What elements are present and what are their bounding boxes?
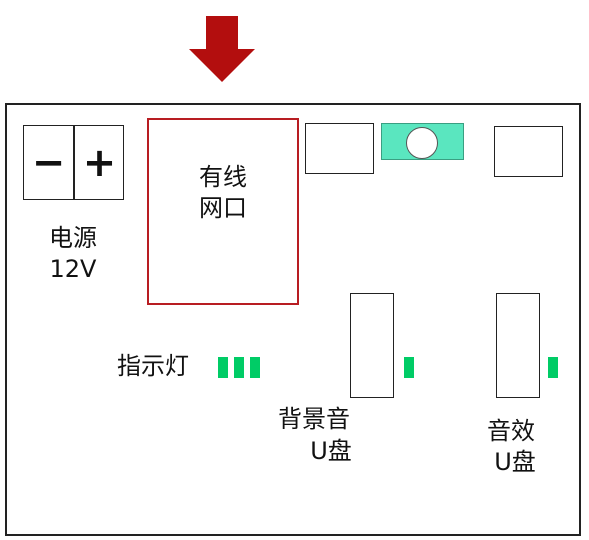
bgm-usb-label-line2: U盘 bbox=[310, 437, 352, 465]
sfx-usb-slot bbox=[496, 293, 540, 398]
indicator-led-1 bbox=[218, 357, 228, 378]
indicator-led-3 bbox=[250, 357, 260, 378]
indicator-led-2 bbox=[234, 357, 244, 378]
sfx-usb-label-line1: 音效 bbox=[487, 417, 535, 445]
power-terminal: − + bbox=[23, 125, 124, 200]
round-button bbox=[406, 127, 438, 159]
ethernet-port: 有线 网口 bbox=[147, 118, 299, 305]
power-label: 电源 bbox=[49, 224, 97, 252]
button-module bbox=[381, 123, 464, 160]
bgm-usb-led bbox=[404, 357, 414, 378]
bgm-usb-slot bbox=[350, 293, 394, 398]
device-board bbox=[5, 103, 581, 536]
plus-sign: + bbox=[82, 139, 117, 186]
ethernet-label-line1: 有线 bbox=[199, 163, 247, 191]
connector-box-1 bbox=[305, 123, 374, 174]
terminal-divider bbox=[73, 126, 75, 199]
power-voltage-label: 12V bbox=[49, 255, 97, 283]
ethernet-label-line2: 网口 bbox=[199, 194, 247, 222]
bgm-usb-label-line1: 背景音 bbox=[278, 405, 350, 433]
indicator-label: 指示灯 bbox=[117, 352, 189, 380]
minus-sign: − bbox=[31, 139, 66, 186]
sfx-usb-led bbox=[548, 357, 558, 378]
down-arrow-icon bbox=[189, 16, 255, 82]
sfx-usb-label-line2: U盘 bbox=[494, 448, 536, 476]
connector-box-2 bbox=[494, 126, 563, 177]
